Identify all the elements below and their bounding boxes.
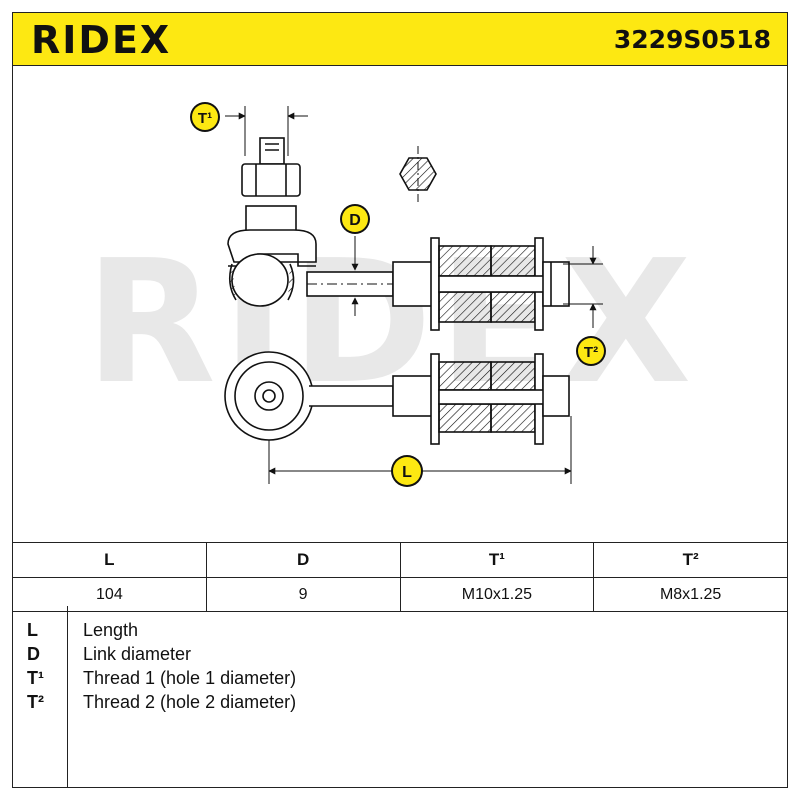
header-bar: RIDEX 3229S0518 bbox=[12, 12, 788, 66]
callout-d-label: D bbox=[349, 212, 361, 229]
stabilizer-link-drawing: T¹ D T² L bbox=[190, 102, 606, 487]
end-nut bbox=[542, 261, 570, 307]
legend-key: L bbox=[27, 620, 38, 640]
callout-d: D bbox=[340, 204, 370, 234]
part-number: 3229S0518 bbox=[613, 25, 771, 54]
spec-header-d: D bbox=[205, 542, 401, 578]
link-side-view bbox=[227, 137, 570, 331]
top-shaft bbox=[309, 385, 394, 407]
legend-item: T¹ Thread 1 (hole 1 diameter) bbox=[13, 668, 787, 692]
legend: L Length D Link diameter T¹ Thread 1 (ho… bbox=[12, 606, 788, 788]
stud-nut bbox=[241, 163, 301, 197]
spec-header-row: L D T¹ T² bbox=[12, 542, 788, 578]
spec-value-d: 9 bbox=[205, 577, 401, 612]
legend-key: T¹ bbox=[27, 668, 44, 688]
spec-header-t2: T² bbox=[593, 542, 788, 578]
legend-key: T² bbox=[27, 692, 44, 712]
shaft-coupling bbox=[392, 261, 438, 307]
spec-table: L D T¹ T² 104 9 M10x1.25 M8x1.25 bbox=[12, 542, 788, 612]
callout-l-label: L bbox=[402, 464, 412, 481]
callout-t2: T² bbox=[576, 336, 606, 366]
legend-desc: Length bbox=[83, 620, 139, 640]
spec-header-t1: T¹ bbox=[399, 542, 595, 578]
brand-logo: RIDEX bbox=[31, 18, 172, 62]
legend-desc: Thread 2 (hole 2 diameter) bbox=[83, 692, 297, 712]
spec-value-t2: M8x1.25 bbox=[593, 577, 788, 612]
threaded-end bbox=[438, 275, 558, 293]
callout-t1: T¹ bbox=[190, 102, 220, 132]
ball-joint bbox=[231, 253, 289, 307]
legend-desc: Link diameter bbox=[83, 644, 192, 664]
legend-divider bbox=[67, 606, 68, 787]
spec-value-row: 104 9 M10x1.25 M8x1.25 bbox=[12, 577, 788, 612]
spec-value-l: 104 bbox=[12, 577, 207, 612]
callout-t1-label: T¹ bbox=[198, 110, 212, 127]
watermark: RIDEX bbox=[85, 224, 698, 422]
link-top-view bbox=[224, 351, 570, 445]
legend-item: T² Thread 2 (hole 2 diameter) bbox=[13, 692, 787, 716]
legend-desc: Thread 1 (hole 1 diameter) bbox=[83, 668, 297, 688]
legend-key: D bbox=[27, 644, 40, 664]
spec-value-t1: M10x1.25 bbox=[399, 577, 595, 612]
washer-left bbox=[430, 237, 440, 331]
callout-l: L bbox=[391, 455, 423, 487]
stud-tip bbox=[259, 137, 285, 165]
spec-header-l: L bbox=[12, 542, 207, 578]
callout-t2-label: T² bbox=[584, 344, 598, 361]
technical-drawing: RIDEX bbox=[12, 66, 788, 542]
legend-item: L Length bbox=[13, 620, 787, 644]
legend-item: D Link diameter bbox=[13, 644, 787, 668]
